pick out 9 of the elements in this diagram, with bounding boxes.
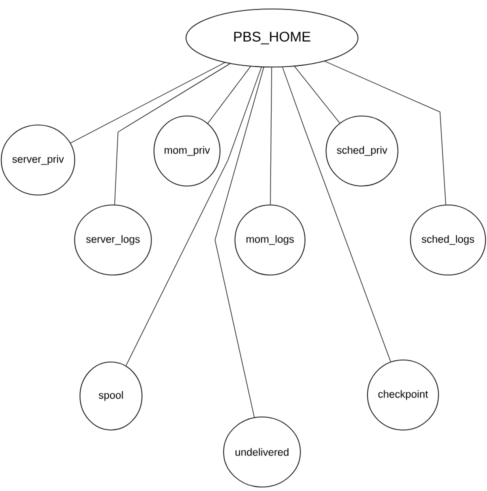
connector-line <box>114 63 230 205</box>
connector-line <box>70 62 226 144</box>
connector-line <box>282 66 391 362</box>
connector-line <box>324 60 446 205</box>
connector-line <box>214 66 264 418</box>
connector-line <box>126 66 262 366</box>
connector-line <box>208 66 251 124</box>
connector-line <box>294 66 340 124</box>
connector-line <box>270 67 272 205</box>
